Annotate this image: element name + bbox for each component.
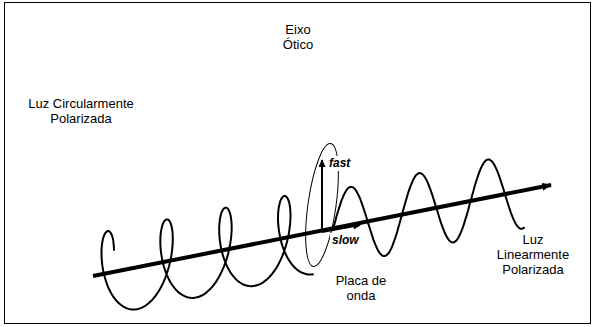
fast-axis-arrow: [321, 160, 323, 232]
frame: [5, 3, 591, 324]
slow-axis-arrow: [322, 225, 360, 232]
plate-label: Placa de onda: [327, 273, 395, 303]
fast-label: fast: [327, 156, 363, 171]
output-light-label: Luz Linearmente Polarizada: [486, 232, 580, 277]
axis-label: Eixo Ótico: [268, 22, 328, 52]
slow-label: slow: [330, 233, 366, 248]
input-light-label: Luz Circularmente Polarizada: [24, 96, 138, 126]
